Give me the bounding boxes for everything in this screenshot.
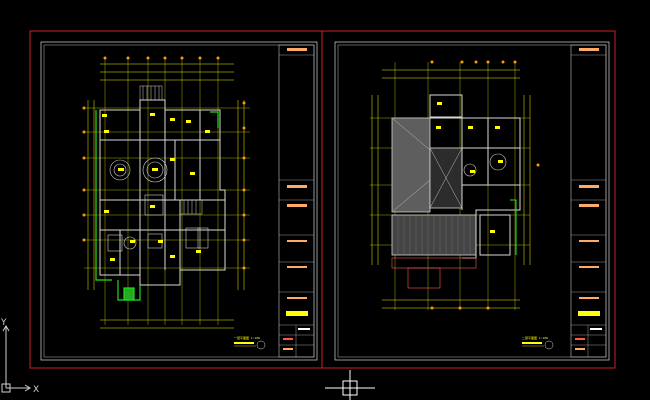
drawing-title-ground: [234, 340, 266, 350]
landscape-planting: [95, 110, 219, 301]
ground-floor-drawing-title: 一层平面图 1:100: [234, 336, 260, 340]
axis-bubbles: [82, 56, 246, 270]
dimension-lines: [371, 69, 531, 309]
room-labels: [436, 102, 503, 233]
furniture-symbols: [107, 157, 209, 252]
ucs-axis-icon: [1, 325, 31, 393]
ucs-x-label: X: [33, 385, 40, 395]
ground-floor-plan-sheet: [40, 41, 318, 361]
crosshair-cursor-icon[interactable]: [325, 370, 375, 400]
room-labels: [102, 113, 210, 261]
title-block: [278, 44, 315, 358]
second-floor-plan-sheet: [334, 41, 610, 361]
second-floor-drawing-title: 二层平面图 1:100: [522, 336, 548, 340]
axis-bubbles: [430, 60, 540, 310]
roof-hatch: [391, 117, 477, 256]
floor-plan-walls: [99, 99, 226, 286]
drawing-title-second: [522, 340, 554, 350]
dimension-lines-top: [87, 63, 245, 329]
terrace-planting: [391, 199, 517, 289]
title-block: [570, 44, 607, 358]
ucs-y-label: Y: [1, 318, 7, 328]
stair-symbol: [139, 85, 203, 215]
